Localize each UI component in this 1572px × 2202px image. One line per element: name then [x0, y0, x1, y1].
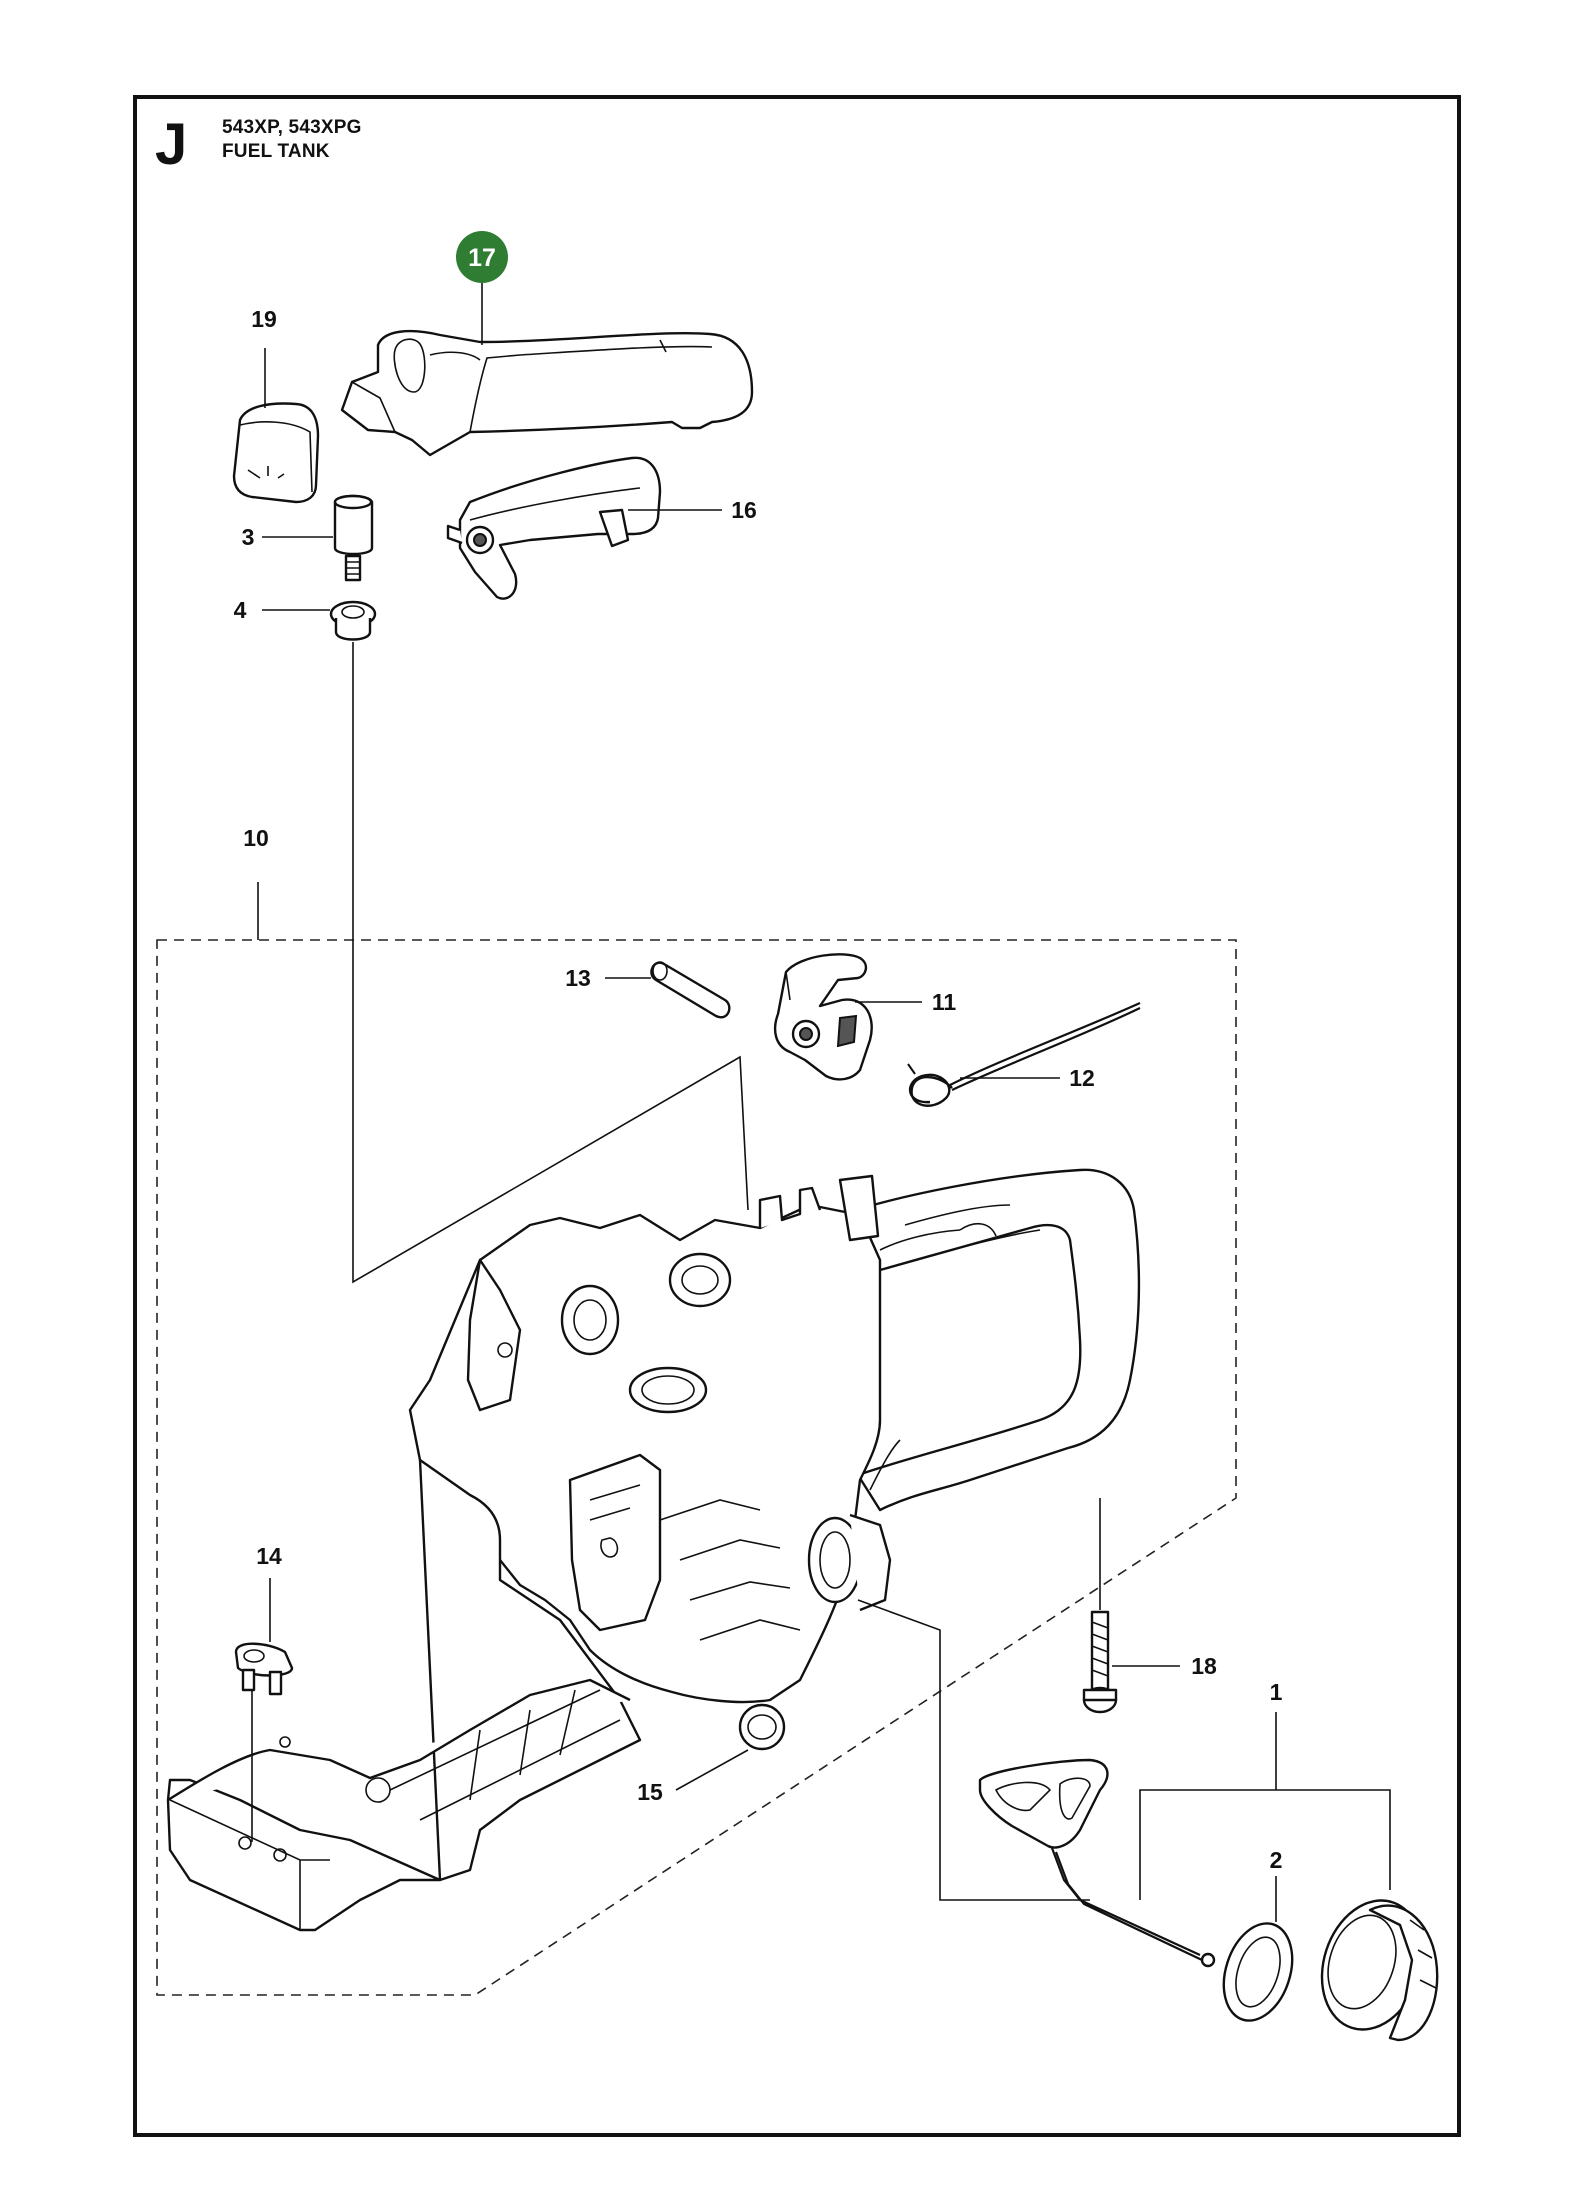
valve-grommet-part	[329, 600, 377, 641]
callout-11: 11	[932, 989, 957, 1015]
diagram-frame	[133, 95, 1461, 2137]
assembly-name: FUEL TANK	[222, 141, 330, 162]
fuel-tank-body-part	[166, 1168, 1141, 1932]
pivot-pin-part	[650, 961, 731, 1019]
callout-17: 17	[468, 244, 496, 272]
section-letter: J	[155, 112, 188, 177]
cover-cap-part	[232, 402, 320, 504]
mounting-plug-part	[234, 1642, 294, 1696]
leader-4-to-tank	[352, 642, 749, 1284]
fuel-filter-part	[978, 1758, 1216, 1968]
callout-3: 3	[242, 524, 255, 550]
throttle-lockout-part	[446, 456, 662, 600]
callout-4: 4	[234, 597, 247, 623]
tank-valve-part	[333, 494, 374, 582]
leader-15	[675, 1749, 749, 1791]
callout-15: 15	[637, 1779, 663, 1805]
callout-2: 2	[1270, 1847, 1283, 1873]
fuel-cap-part	[1320, 1899, 1439, 2042]
callout-14: 14	[256, 1543, 282, 1569]
callout-badge-17	[456, 231, 508, 283]
drain-plug-part	[738, 1703, 786, 1751]
callout-18: 18	[1191, 1653, 1217, 1679]
callout-1: 1	[1270, 1679, 1283, 1705]
callout-19: 19	[251, 306, 277, 332]
cap-washer-part	[1222, 1922, 1294, 2022]
callout-13: 13	[565, 965, 591, 991]
assembly-boundary-10	[156, 939, 1237, 1996]
top-handle-cover-part	[340, 329, 754, 457]
leader-1-bracket	[1139, 1789, 1391, 1900]
throttle-trigger-part	[774, 953, 873, 1081]
leader-1-to-tank	[857, 1599, 1090, 1901]
callout-12: 12	[1069, 1065, 1095, 1091]
callout-16: 16	[731, 497, 757, 523]
model-line: 543XP, 543XPG	[222, 117, 362, 138]
callout-10: 10	[243, 825, 269, 851]
trigger-spring-part	[907, 1001, 1141, 1107]
mounting-screw-part	[1082, 1610, 1118, 1714]
